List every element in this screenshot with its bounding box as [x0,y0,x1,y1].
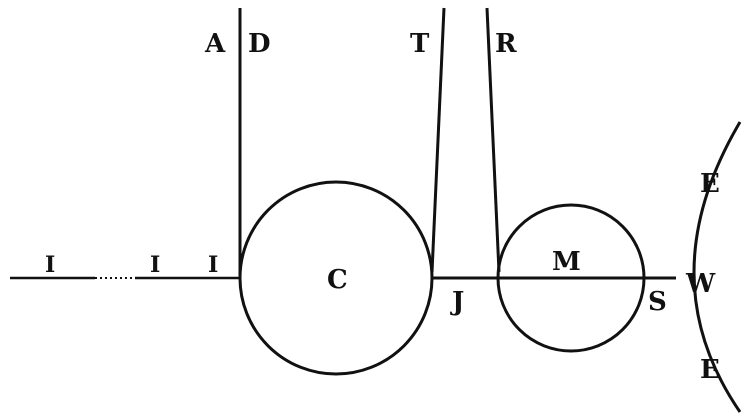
arc-ewe [692,121,742,413]
label-a: A [204,29,226,59]
label-j: J [450,287,464,317]
line-t [430,7,446,273]
label-s: S [648,287,667,317]
label-d: D [248,29,271,59]
label-i-1: I [45,252,55,278]
line-r [485,7,501,273]
label-c: C [327,265,348,295]
label-m: M [552,247,581,277]
label-r: R [495,29,517,59]
label-i-3: I [208,252,218,278]
label-e-bottom: E [700,355,720,385]
label-t: T [410,29,430,59]
label-e-top: E [700,169,720,199]
label-i-2: I [150,252,160,278]
label-w: W [685,269,716,299]
